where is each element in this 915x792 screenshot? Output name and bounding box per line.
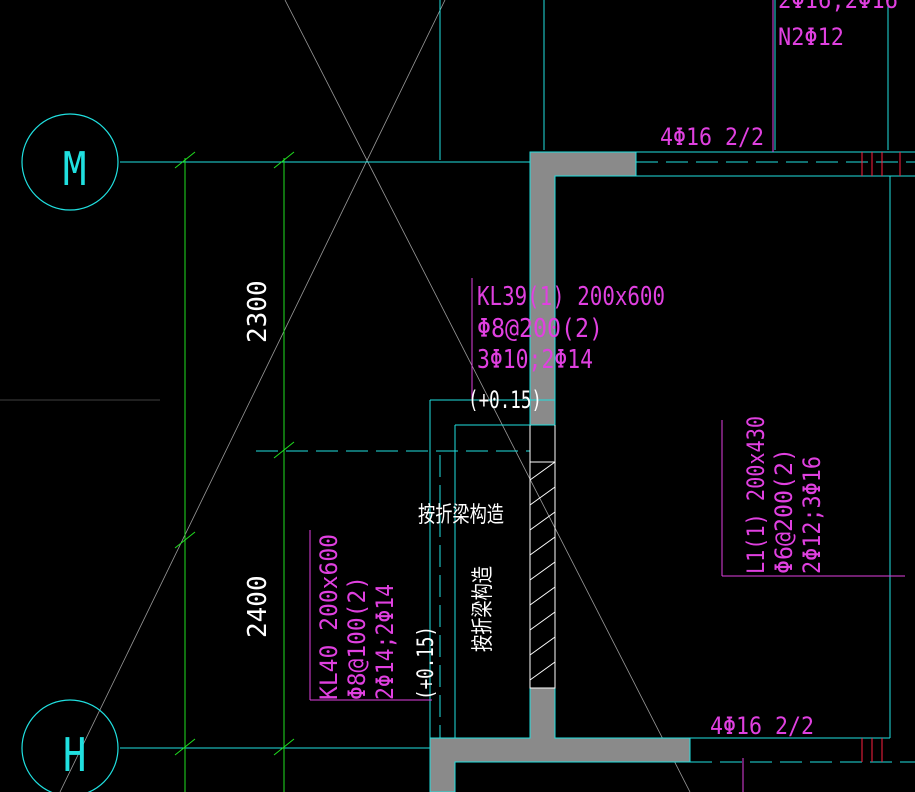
hidden-column-lines xyxy=(861,152,901,762)
beam-annotation-l1[interactable]: L1(1) 200x430 Φ6@200(2) 2Φ12;3Φ16 xyxy=(742,416,826,574)
top-rebar-partial-line2: N2Φ12 xyxy=(778,23,844,51)
axis-h-label: H xyxy=(63,729,87,783)
l1-rebar: 2Φ12;3Φ16 xyxy=(798,456,826,574)
kl39-rebar: 3Φ10;2Φ14 xyxy=(477,345,593,375)
note-fold-beam-vertical: 按折梁构造 xyxy=(471,566,496,652)
wall-opening xyxy=(529,425,556,689)
kl39-elevation: (+0.15) xyxy=(468,386,542,414)
grid-axis-lines xyxy=(120,0,889,749)
dimension-lower: 2400 xyxy=(243,575,273,638)
kl40-stirrup: Φ8@100(2) xyxy=(343,576,371,700)
annotation-leaders xyxy=(309,0,905,792)
beam-annotation-kl39[interactable]: KL39(1) 200x600 Φ8@200(2) 3Φ10;2Φ14 (+0.… xyxy=(468,282,665,414)
axis-bubble-m[interactable]: M xyxy=(21,113,119,211)
top-rebar-partial-line1: 2Φ16,2Φ16 xyxy=(778,0,898,14)
kl40-rebar: 2Φ14;2Φ14 xyxy=(371,584,399,700)
l1-spec: L1(1) 200x430 xyxy=(742,416,770,574)
note-fold-beam-horizontal: 按折梁构造 xyxy=(418,503,504,528)
kl39-stirrup: Φ8@200(2) xyxy=(477,314,603,344)
beam-outlines xyxy=(429,151,915,739)
construction-lines xyxy=(0,0,691,792)
dimension-lines xyxy=(174,151,295,792)
rebar-label-bottom: 4Φ16 2/2 xyxy=(710,712,814,740)
rebar-label-top: 4Φ16 2/2 xyxy=(660,123,764,151)
walls xyxy=(429,151,691,792)
axis-bubble-h[interactable]: H xyxy=(21,699,119,792)
kl40-elevation: (+0.15) xyxy=(414,626,439,700)
l1-stirrup: Φ6@200(2) xyxy=(770,448,798,574)
dashed-beam-lines xyxy=(256,161,915,792)
dimension-upper: 2300 xyxy=(243,280,273,343)
kl39-spec: KL39(1) 200x600 xyxy=(477,282,665,312)
axis-m-label: M xyxy=(63,143,87,197)
beam-annotation-kl40[interactable]: KL40 200x600 Φ8@100(2) 2Φ14;2Φ14 (+0.15) xyxy=(315,534,439,700)
kl40-spec: KL40 200x600 xyxy=(315,534,343,700)
